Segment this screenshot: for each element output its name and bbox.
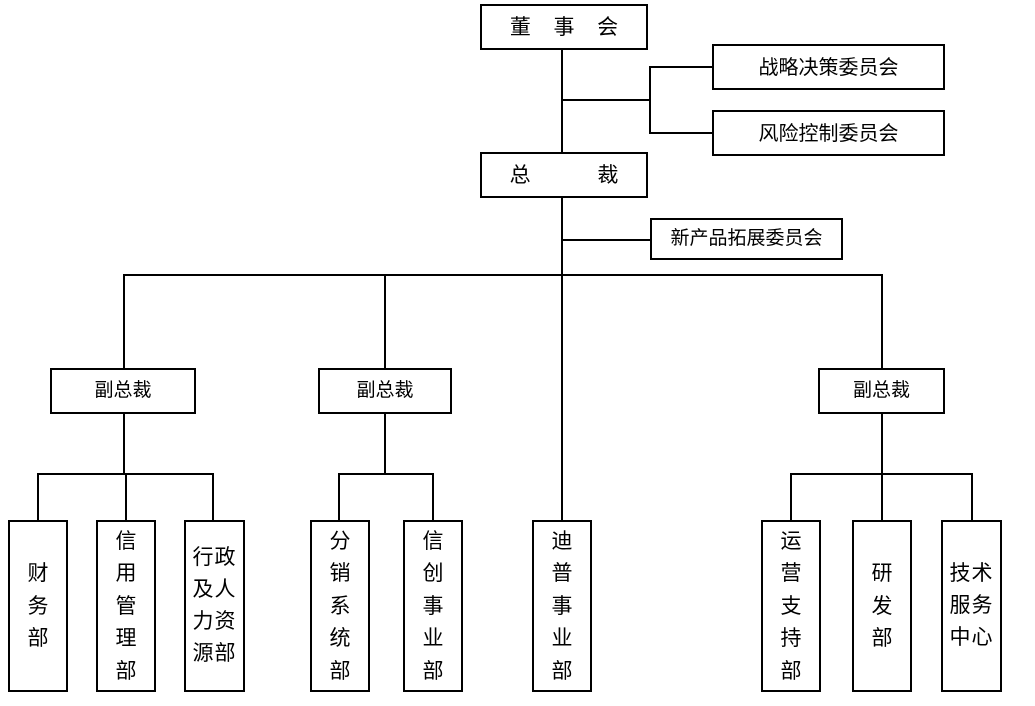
node-vice-president-right[interactable]: 副总裁 (818, 368, 945, 414)
node-vp-middle-label: 副总裁 (356, 379, 414, 402)
connector-bus-to-vp-right (881, 274, 883, 368)
connector-vp-right-stem (881, 414, 883, 474)
node-vice-president-left[interactable]: 副总裁 (50, 368, 196, 414)
node-dptech-business-department[interactable]: 迪 普 事 业 部 (532, 520, 592, 692)
connector-bus-to-vp-left (123, 274, 125, 368)
node-strategy-committee-label: 战略决策委员会 (758, 54, 899, 79)
connector-vp-middle-stem (384, 414, 386, 474)
connector-to-operations-dept (790, 473, 792, 521)
connector-committees-riser (649, 66, 651, 133)
node-risk-control-committee[interactable]: 风险控制委员会 (712, 110, 945, 156)
connector-to-new-product-committee (561, 239, 651, 241)
node-tech-service-center-label: 技术 服务 中心 (949, 561, 994, 649)
node-operations-support-department[interactable]: 运 营 支 持 部 (761, 520, 821, 692)
connector-to-admin-hr-dept (212, 473, 214, 521)
connector-board-to-committees-stub (561, 99, 651, 101)
node-credit-mgmt-dept-label: 信 用 管 理 部 (115, 528, 137, 683)
connector-to-risk-committee (649, 132, 713, 134)
node-board-of-directors[interactable]: 董 事 会 (480, 4, 648, 50)
node-xinchuang-business-department[interactable]: 信 创 事 业 部 (403, 520, 463, 692)
node-admin-hr-dept-label: 行政 及人 力资 源部 (192, 545, 237, 665)
node-credit-management-department[interactable]: 信 用 管 理 部 (96, 520, 156, 692)
connector-to-xinchuang-dept (432, 473, 434, 521)
node-distribution-dept-label: 分 销 系 统 部 (329, 528, 351, 683)
node-operations-dept-label: 运 营 支 持 部 (780, 528, 802, 683)
connector-president-main-trunk (561, 198, 563, 522)
node-finance-department[interactable]: 财 务 部 (8, 520, 68, 692)
node-board-label: 董 事 会 (509, 14, 627, 39)
connector-board-to-president (561, 50, 563, 152)
node-distribution-system-department[interactable]: 分 销 系 统 部 (310, 520, 370, 692)
node-vice-president-middle[interactable]: 副总裁 (318, 368, 452, 414)
node-president[interactable]: 总 裁 (480, 152, 648, 198)
connector-vp-middle-bus (338, 473, 434, 475)
node-rnd-dept-label: 研 发 部 (871, 561, 893, 651)
node-administration-and-hr-department[interactable]: 行政 及人 力资 源部 (184, 520, 245, 692)
connector-vp-left-stem (123, 414, 125, 474)
connector-vp-distribution-bus (124, 274, 882, 276)
connector-to-rnd-dept (881, 473, 883, 521)
connector-to-finance-dept (37, 473, 39, 521)
node-research-and-development-department[interactable]: 研 发 部 (852, 520, 912, 692)
node-new-product-development-committee[interactable]: 新产品拓展委员会 (650, 218, 843, 260)
connector-to-credit-mgmt-dept (125, 473, 127, 521)
connector-bus-to-vp-middle (384, 274, 386, 368)
node-xinchuang-dept-label: 信 创 事 业 部 (422, 528, 444, 683)
node-dptech-dept-label: 迪 普 事 业 部 (551, 528, 573, 683)
node-vp-left-label: 副总裁 (94, 379, 152, 402)
node-vp-right-label: 副总裁 (852, 379, 910, 402)
node-risk-committee-label: 风险控制委员会 (758, 120, 899, 145)
connector-to-distribution-dept (338, 473, 340, 521)
node-new-product-committee-label: 新产品拓展委员会 (670, 227, 823, 250)
node-finance-dept-label: 财 务 部 (27, 561, 49, 651)
node-strategy-decision-committee[interactable]: 战略决策委员会 (712, 44, 945, 90)
connector-to-strategy-committee (649, 66, 713, 68)
connector-to-tech-service-center (971, 473, 973, 521)
node-president-label: 总 裁 (509, 162, 627, 187)
node-technical-service-center[interactable]: 技术 服务 中心 (941, 520, 1002, 692)
